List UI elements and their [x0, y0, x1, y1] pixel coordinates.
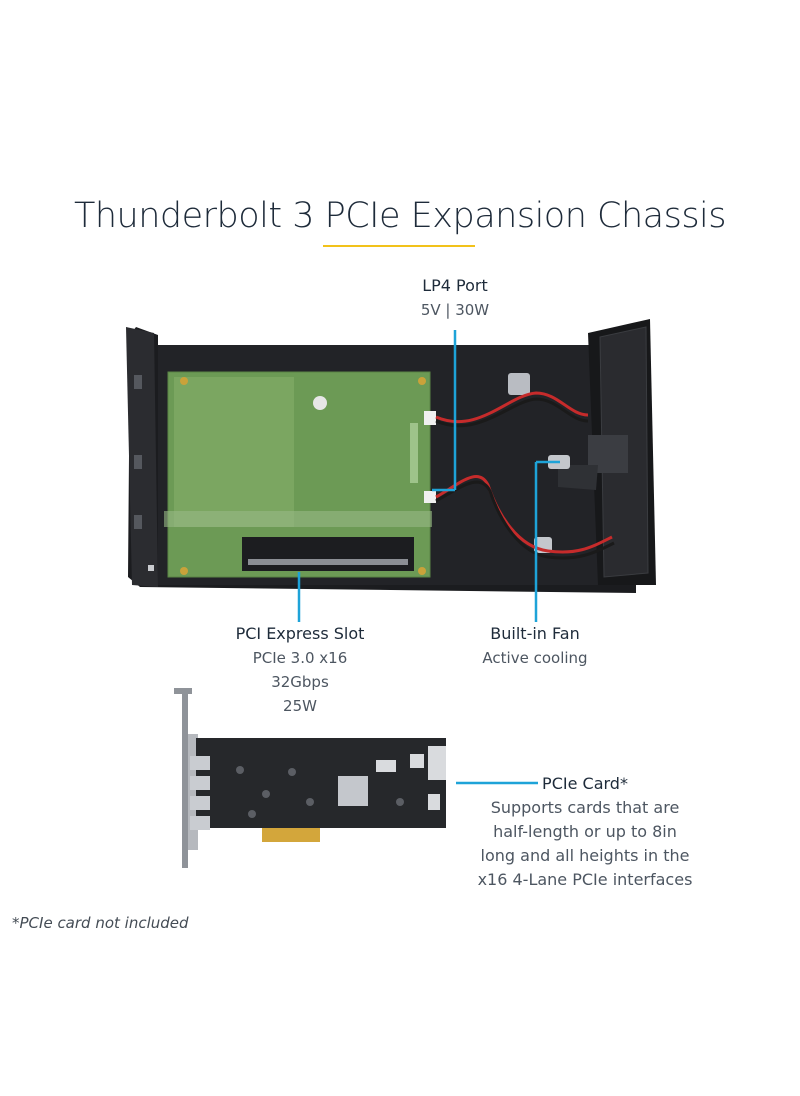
pci-slot-spec: 32Gbps — [271, 673, 329, 691]
fan-callout: Built-in Fan Active cooling — [455, 622, 615, 670]
chassis-image — [126, 319, 656, 593]
pcie-card-spec: x16 4-Lane PCIe interfaces — [477, 870, 693, 889]
pci-slot-spec: PCIe 3.0 x16 — [252, 649, 348, 667]
pcie-card-spec: Supports cards that are — [490, 798, 680, 817]
pcie-card-spec: long and all heights in the — [480, 846, 690, 865]
page-title: Thunderbolt 3 PCIe Expansion Chassis — [73, 196, 727, 236]
lp4-port-callout: LP4 Port 5V | 30W — [385, 274, 525, 322]
pcie-card-callout: PCIe Card* Supports cards that are half-… — [465, 772, 705, 892]
pcie-card-spec: half-length or up to 8in — [493, 822, 677, 841]
lp4-port-heading: LP4 Port — [422, 276, 488, 295]
title-underline — [323, 245, 475, 247]
pci-slot-heading: PCI Express Slot — [235, 624, 365, 643]
fan-spec: Active cooling — [482, 649, 588, 667]
pci-slot-spec: 25W — [283, 697, 317, 715]
pcie-card-heading: PCIe Card* — [542, 774, 628, 793]
lp4-port-spec: 5V | 30W — [420, 301, 490, 319]
footnote: *PCIe card not included — [12, 914, 189, 932]
fan-heading: Built-in Fan — [490, 624, 580, 643]
pci-slot-callout: PCI Express Slot PCIe 3.0 x16 32Gbps 25W — [210, 622, 390, 718]
pcie-card-image — [174, 688, 446, 868]
